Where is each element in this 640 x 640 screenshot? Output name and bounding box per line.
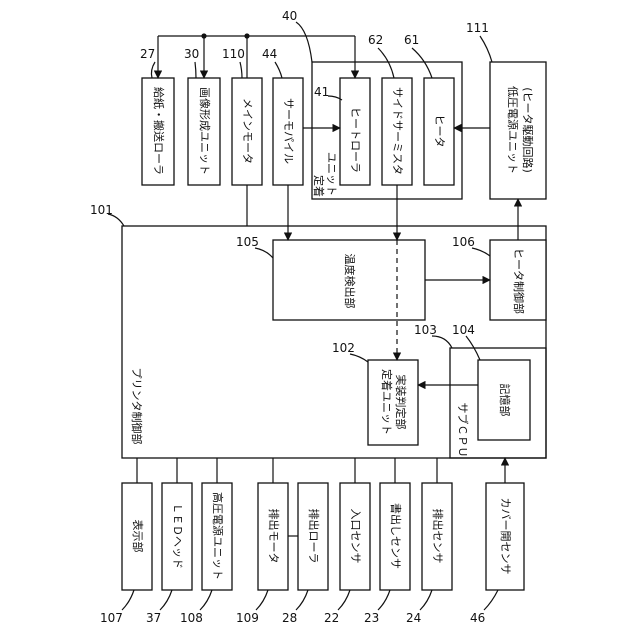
temp-detect-label: 温度検出部 bbox=[343, 254, 357, 309]
ref-24: 24 bbox=[406, 611, 421, 625]
ref-109: 109 bbox=[236, 611, 259, 625]
image-unit-label: 画像形成ユニット bbox=[198, 87, 211, 175]
leader-109 bbox=[256, 590, 268, 610]
ref-27: 27 bbox=[140, 47, 155, 61]
ref-105: 105 bbox=[236, 235, 259, 249]
ref-62: 62 bbox=[368, 33, 383, 47]
leader-108 bbox=[200, 590, 212, 610]
leader-37 bbox=[160, 590, 172, 610]
fuser-unit-label-line2: ユニット bbox=[325, 152, 338, 196]
hv-power-label: 高圧電源ユニット bbox=[211, 492, 225, 580]
writeout-sensor-label: 書出しセンサ bbox=[389, 503, 403, 569]
ref-44: 44 bbox=[262, 47, 277, 61]
led-head-label: ＬＥＤヘッド bbox=[171, 503, 184, 569]
eject-sensor-label: 排出センサ bbox=[431, 509, 445, 564]
lv-power-label-line1: 低圧電源ユニット bbox=[506, 86, 520, 174]
cover-sensor-label: カバー開センサ bbox=[499, 498, 512, 575]
leader-107 bbox=[122, 590, 134, 610]
leader-40 bbox=[296, 22, 312, 62]
leader-30 bbox=[195, 62, 196, 78]
leader-103 bbox=[432, 336, 452, 348]
ref-102: 102 bbox=[332, 341, 355, 355]
storage-label: 記憶部 bbox=[498, 384, 512, 417]
ref-46: 46 bbox=[470, 611, 485, 625]
ref-40: 40 bbox=[282, 9, 297, 23]
leader-24 bbox=[420, 590, 432, 610]
ref-103: 103 bbox=[414, 323, 437, 337]
fuser-judge-label-line1: 定着ユニット bbox=[380, 369, 394, 435]
leader-46 bbox=[484, 590, 498, 610]
leader-61 bbox=[412, 48, 432, 78]
junction-dot bbox=[201, 33, 206, 38]
ref-37: 37 bbox=[146, 611, 161, 625]
fuser-unit-label-line1: 定着 bbox=[312, 175, 326, 197]
leader-105 bbox=[255, 248, 273, 258]
ref-101: 101 bbox=[90, 203, 113, 217]
ref-107: 107 bbox=[100, 611, 123, 625]
printer-control-label: プリンタ制御部 bbox=[130, 368, 144, 445]
ref-22: 22 bbox=[324, 611, 339, 625]
eject-motor-label: 排出モータ bbox=[267, 509, 281, 564]
thermopile-label: サーモパイル bbox=[282, 98, 295, 164]
lv-power-label-line2: (ヒータ駆動回路) bbox=[521, 87, 535, 173]
side-thermistor-label: サイドサーミスタ bbox=[391, 87, 404, 175]
leader-102 bbox=[350, 354, 368, 362]
heater-label: ヒータ bbox=[433, 115, 446, 148]
leader-23 bbox=[378, 590, 390, 610]
ref-104: 104 bbox=[452, 323, 475, 337]
ref-41: 41 bbox=[314, 85, 329, 99]
ref-28: 28 bbox=[282, 611, 297, 625]
feed-roller-label: 給紙・搬送ローラ bbox=[152, 87, 166, 175]
fuser-judge-label-line2: 実装判定部 bbox=[394, 375, 408, 430]
leader-22 bbox=[338, 590, 350, 610]
leader-27 bbox=[151, 62, 155, 78]
leader-62 bbox=[378, 48, 394, 78]
ref-61: 61 bbox=[404, 33, 419, 47]
main-motor-label: メインモータ bbox=[241, 98, 254, 164]
ref-30: 30 bbox=[184, 47, 199, 61]
leader-44 bbox=[275, 62, 282, 78]
display-label: 表示部 bbox=[131, 520, 145, 553]
eject-roller-label: 排出ローラ bbox=[307, 509, 321, 564]
ref-110: 110 bbox=[222, 47, 245, 61]
leader-106 bbox=[472, 248, 490, 256]
sub-cpu-label: サブＣＰＵ bbox=[456, 403, 470, 458]
leader-28 bbox=[296, 590, 308, 610]
ref-23: 23 bbox=[364, 611, 379, 625]
entry-sensor-label: 入口センサ bbox=[349, 509, 362, 564]
ref-111: 111 bbox=[466, 21, 489, 35]
leader-111 bbox=[480, 36, 492, 62]
heater-control-label: ヒータ制御部 bbox=[512, 248, 526, 314]
leader-110 bbox=[240, 62, 242, 78]
ref-106: 106 bbox=[452, 235, 475, 249]
heat-roller-label: ヒートローラ bbox=[349, 107, 362, 173]
junction-dot bbox=[244, 33, 249, 38]
ref-108: 108 bbox=[180, 611, 203, 625]
